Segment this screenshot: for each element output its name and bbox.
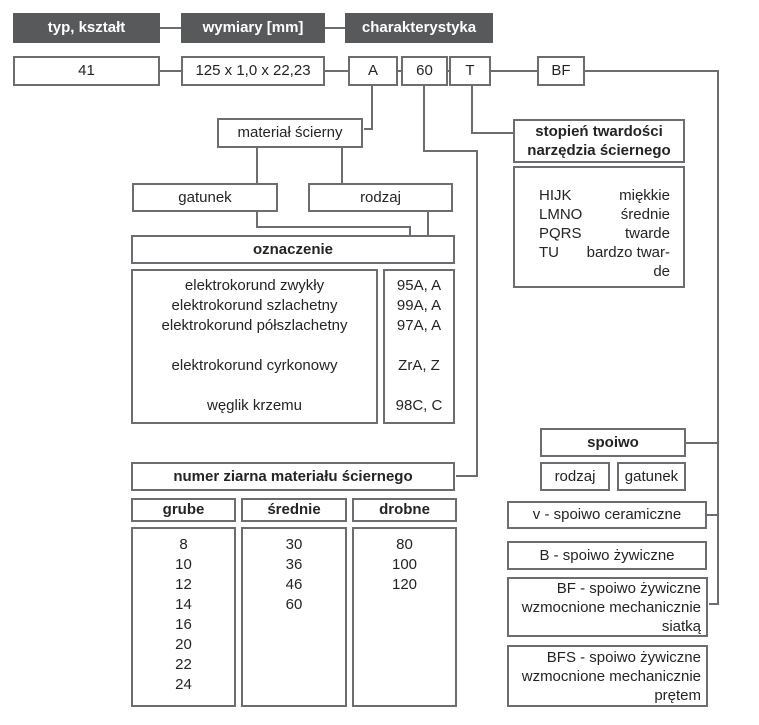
characteristics-header: charakterystyka	[345, 13, 493, 43]
grain-value: 60	[285, 596, 303, 613]
hardness-grade-header: stopień twardości narzędzia ściernego	[513, 119, 685, 163]
grain-value: 16	[175, 616, 192, 633]
hardness-row: HIJK miękkie	[539, 186, 670, 205]
bond-code-box: BF	[537, 56, 585, 86]
abrasive-material-code-box: A	[348, 56, 398, 86]
hardness-label: średnie	[620, 206, 670, 223]
type-code-box: 41	[13, 56, 160, 86]
hardness-row: LMNO średnie	[539, 205, 670, 224]
hardness-row: de	[539, 262, 670, 281]
bond-kind-label: rodzaj	[540, 462, 610, 491]
hardness-codes: TU	[539, 244, 559, 261]
grain-column-fine-values: 80 100 120	[352, 527, 457, 707]
hardness-label: twarde	[624, 225, 670, 242]
bond-header: spoiwo	[540, 428, 686, 457]
bond-type-line: BFS - spoiwo żywiczne	[546, 648, 701, 666]
hardness-label: de	[653, 263, 670, 280]
hardness-row: PQRS twarde	[539, 224, 670, 243]
bond-type-line: wzmocnione mechanicznie	[521, 667, 701, 685]
grain-number-header: numer ziarna materiału ściernego	[131, 462, 455, 491]
grain-value: 14	[175, 596, 192, 613]
abrasive-material-label: materiał ścierny	[217, 118, 363, 148]
grain-value: 10	[175, 556, 192, 573]
dimensions-code-box: 125 x 1,0 x 22,23	[181, 56, 325, 86]
grain-value: 22	[175, 656, 192, 673]
bond-type-line: BF - spoiwo żywiczne	[556, 579, 701, 597]
grain-value: 36	[285, 556, 303, 573]
grain-value: 20	[175, 636, 192, 653]
bond-type-line: siatką	[661, 617, 701, 635]
grain-value: 80	[396, 536, 413, 553]
grain-column-coarse-values: 8 10 12 14 16 20 22 24	[131, 527, 236, 707]
material-grade-label: gatunek	[132, 183, 278, 212]
material-name: elektrokorund cyrkonowy	[171, 357, 338, 374]
bond-type-resin: B - spoiwo żywiczne	[507, 541, 707, 570]
grain-column-fine-header: drobne	[352, 498, 457, 522]
hardness-header-line1: stopień twardości	[535, 123, 663, 140]
grain-column-medium-values: 30 36 46 60	[241, 527, 347, 707]
bond-type-resin-rod: BFS - spoiwo żywiczne wzmocnione mechani…	[507, 645, 708, 707]
grain-value: 46	[285, 576, 303, 593]
material-code: 98C, C	[395, 397, 443, 414]
bond-type-line: prętem	[654, 686, 701, 704]
hardness-label: bardzo twar-	[586, 244, 670, 261]
grain-value: 30	[285, 536, 303, 553]
hardness-label: miękkie	[619, 187, 670, 204]
material-kind-label: rodzaj	[308, 183, 453, 212]
grain-value: 120	[391, 576, 418, 593]
material-code: 95A, A	[396, 277, 442, 294]
designation-header: oznaczenie	[131, 235, 455, 264]
grain-column-coarse-header: grube	[131, 498, 236, 522]
designation-names-table: elektrokorund zwykły elektrokorund szlac…	[131, 269, 378, 424]
hardness-header-line2: narzędzia ściernego	[527, 142, 671, 159]
hardness-codes: HIJK	[539, 187, 572, 204]
material-code: 99A, A	[396, 297, 442, 314]
hardness-scale-table: HIJK miękkie LMNO średnie PQRS twarde TU…	[513, 166, 685, 288]
hardness-codes: LMNO	[539, 206, 583, 223]
dimensions-header: wymiary [mm]	[181, 13, 325, 43]
grain-size-code-box: 60	[401, 56, 448, 86]
bond-type-line: wzmocnione mechanicznie	[521, 598, 701, 616]
grain-value: 24	[175, 676, 192, 693]
designation-codes-table: 95A, A 99A, A 97A, A ZrA, Z 98C, C	[383, 269, 455, 424]
bond-grade-label: gatunek	[617, 462, 686, 491]
grain-value: 8	[179, 536, 188, 553]
material-name: elektrokorund półszlachetny	[161, 317, 348, 334]
grain-value: 100	[391, 556, 418, 573]
hardness-code-box: T	[449, 56, 491, 86]
hardness-codes: PQRS	[539, 225, 582, 242]
hardness-row: TU bardzo twar-	[539, 243, 670, 262]
material-name: elektrokorund zwykły	[184, 277, 325, 294]
material-name: węglik krzemu	[206, 397, 303, 414]
grain-column-medium-header: średnie	[241, 498, 347, 522]
material-name: elektrokorund szlachetny	[171, 297, 338, 314]
bond-type-resin-mesh: BF - spoiwo żywiczne wzmocnione mechanic…	[507, 577, 708, 637]
material-code: 97A, A	[396, 317, 442, 334]
grain-value: 12	[175, 576, 192, 593]
bond-type-ceramic: v - spoiwo ceramiczne	[507, 501, 707, 529]
material-code: ZrA, Z	[398, 357, 440, 374]
type-shape-header: typ, kształt	[13, 13, 160, 43]
